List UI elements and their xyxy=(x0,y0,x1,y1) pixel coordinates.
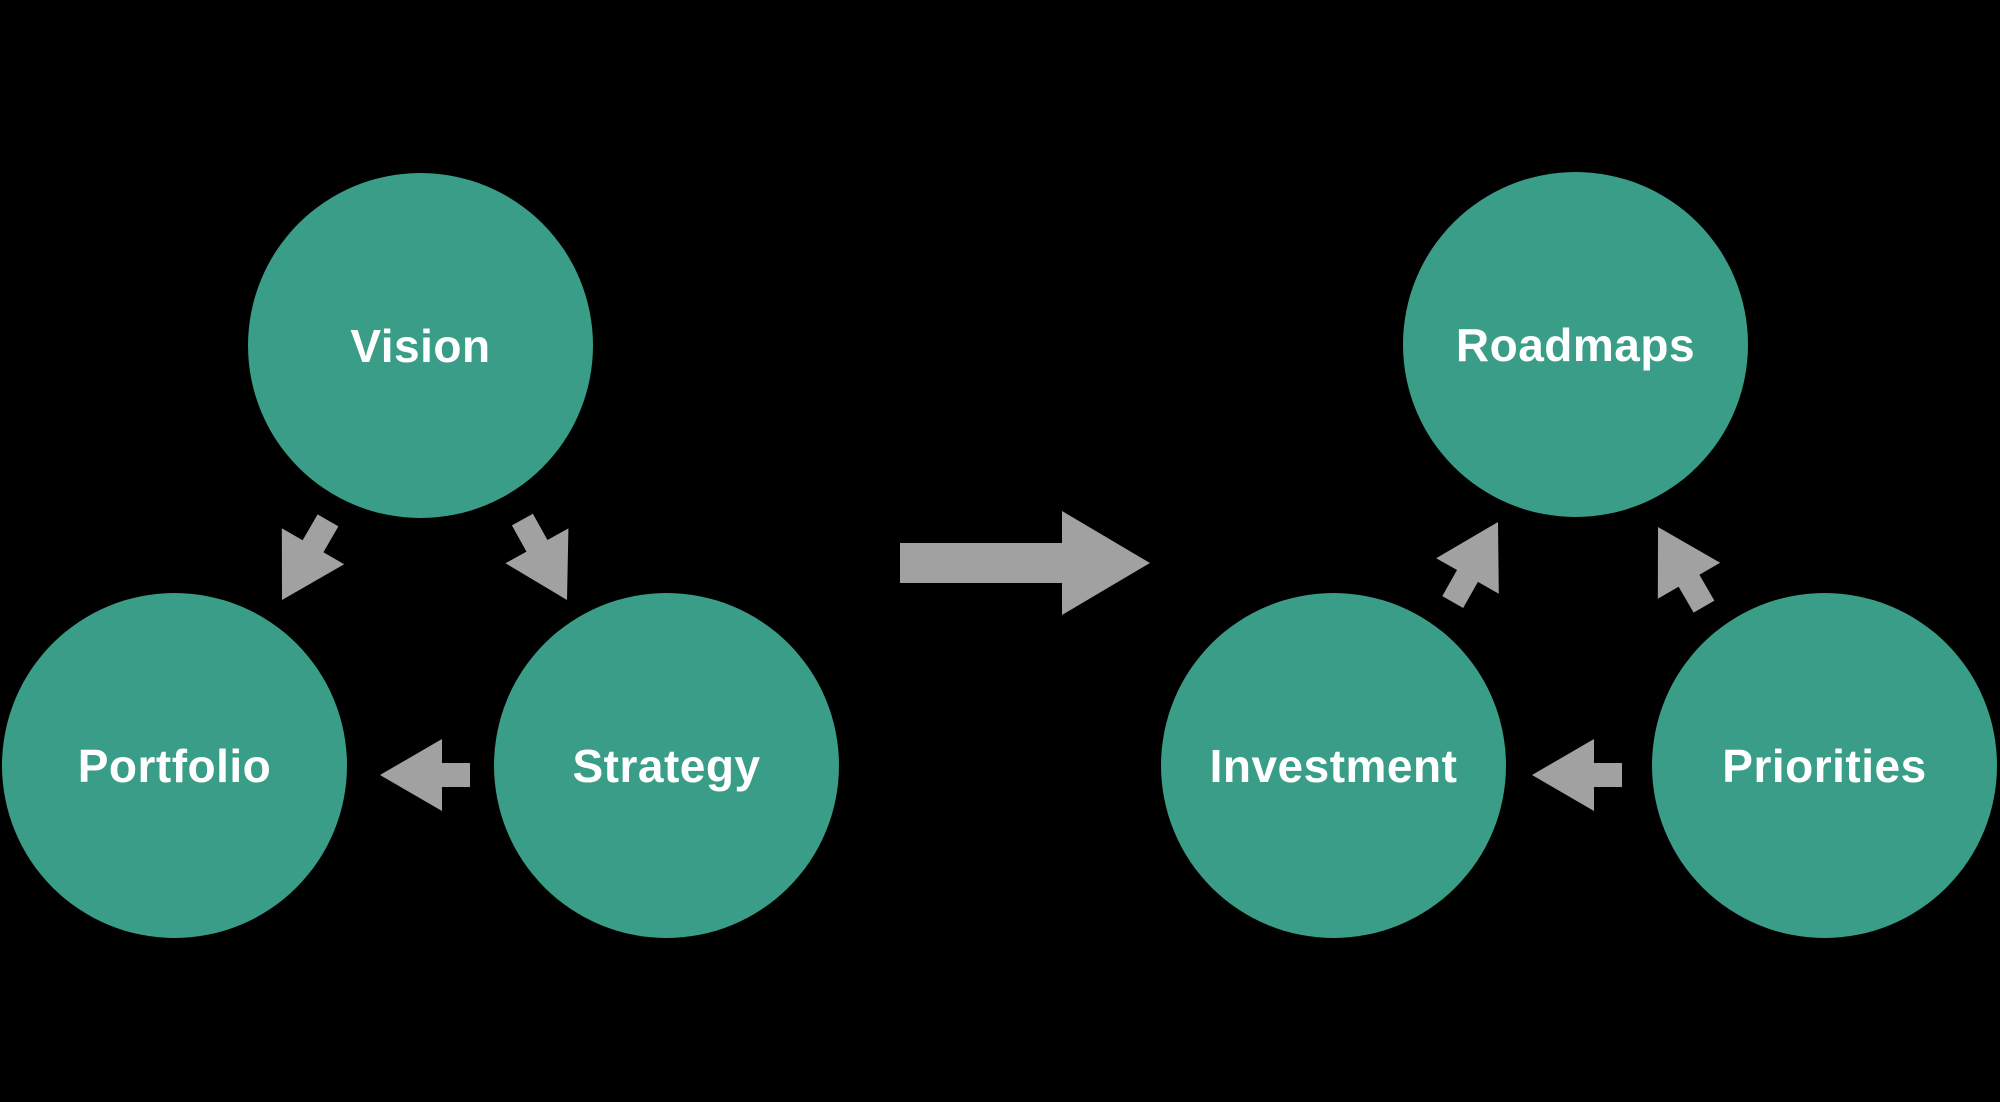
node-strategy: Strategy xyxy=(494,593,839,938)
node-investment: Investment xyxy=(1161,593,1506,938)
arrow-strategy-to-portfolio xyxy=(380,739,470,811)
arrow-left-cluster-to-right-cluster xyxy=(900,511,1150,615)
node-strategy-label: Strategy xyxy=(572,739,761,792)
node-vision-label: Vision xyxy=(350,319,491,372)
node-vision: Vision xyxy=(248,173,593,518)
node-roadmaps: Roadmaps xyxy=(1403,172,1748,517)
node-priorities-label: Priorities xyxy=(1722,739,1927,792)
node-portfolio: Portfolio xyxy=(2,593,347,938)
arrow-vision-to-portfolio xyxy=(281,514,345,600)
arrow-priorities-to-roadmaps xyxy=(1657,527,1721,613)
node-investment-label: Investment xyxy=(1209,739,1458,792)
arrow-investment-to-roadmaps xyxy=(1436,522,1499,608)
node-roadmaps-label: Roadmaps xyxy=(1455,318,1696,371)
arrow-vision-to-strategy xyxy=(505,513,569,600)
node-priorities: Priorities xyxy=(1652,593,1997,938)
node-portfolio-label: Portfolio xyxy=(77,739,272,792)
arrow-priorities-to-investment xyxy=(1532,739,1622,811)
